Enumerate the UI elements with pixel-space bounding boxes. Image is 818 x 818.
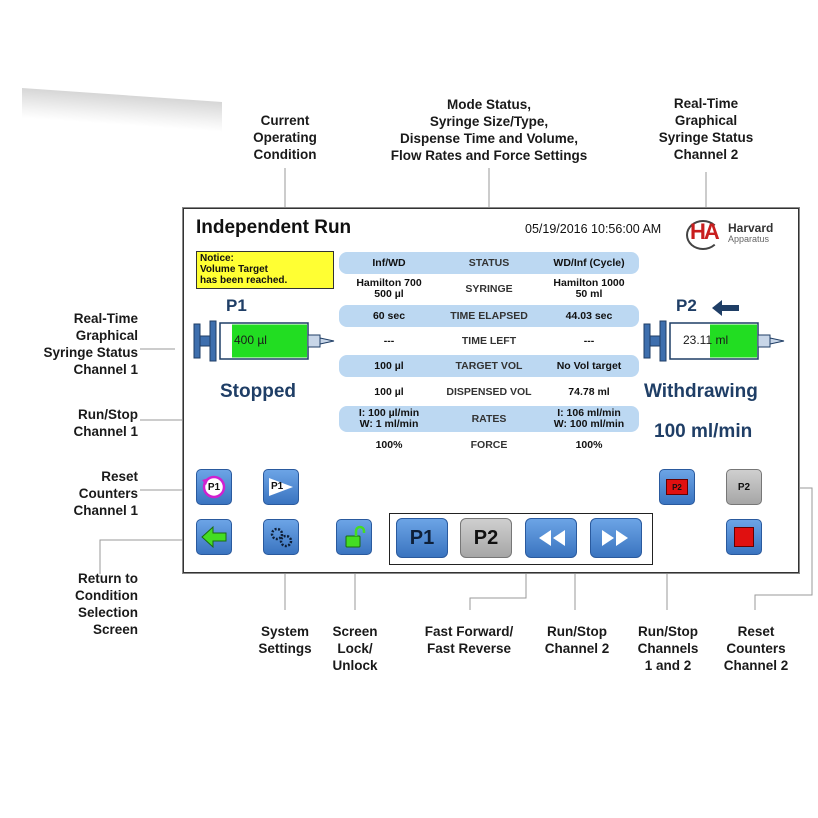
run-p2-label: P2: [672, 482, 682, 492]
fast-reverse-button[interactable]: [525, 518, 577, 558]
callout-runstop-ch2: Run/Stop Channel 2: [544, 624, 610, 656]
table-row-status: Inf/WD STATUS WD/Inf (Cycle): [339, 252, 639, 274]
table-cell-p1: 100%: [375, 438, 403, 451]
callout-reset-ch2: Reset Counters Channel 2: [723, 624, 789, 673]
back-arrow-icon: [201, 525, 227, 549]
table-cell-p1: ---: [383, 334, 395, 347]
table-cell-p2: ---: [583, 334, 595, 347]
run-stop-p2-button[interactable]: P2: [659, 469, 695, 505]
table-cell-p1: Hamilton 700 500 µl: [356, 277, 422, 300]
table-cell-label: TIME ELAPSED: [450, 309, 528, 322]
run-stop-p1-button[interactable]: P1: [263, 469, 299, 505]
p1-label: P1: [226, 296, 247, 315]
callout-fast-forward: Fast Forward/ Fast Reverse: [424, 624, 514, 656]
fast-forward-icon: [602, 530, 628, 546]
p2-syringe-volume: 23.11 ml: [683, 333, 729, 347]
callout-runstop-ch1: Run/Stop Channel 1: [73, 407, 138, 439]
fast-forward-button[interactable]: [590, 518, 642, 558]
table-cell-p2: WD/Inf (Cycle): [553, 256, 625, 269]
rewind-icon: [539, 530, 565, 546]
callout-realtime-ch2: Real-Time Graphical Syringe Status Chann…: [658, 96, 754, 162]
callout-mode-status: Mode Status, Syringe Size/Type, Dispense…: [390, 97, 588, 163]
table-cell-p2: 44.03 sec: [565, 309, 613, 322]
table-row-syringe: Hamilton 700 500 µl SYRINGE Hamilton 100…: [339, 278, 639, 300]
stop-icon: [734, 527, 754, 547]
withdraw-arrow-icon: [712, 300, 739, 316]
table-row-dispensed-vol: 100 µl DISPENSED VOL 74.78 ml: [339, 381, 639, 403]
unlock-icon: [345, 525, 366, 548]
callout-realtime-ch1: Real-Time Graphical Syringe Status Chann…: [43, 311, 138, 377]
table-row-target-vol: 100 µl TARGET VOL No Vol target: [339, 355, 639, 377]
stop-square-icon: P2: [666, 479, 688, 495]
return-condition-button[interactable]: [196, 519, 232, 555]
callout-current-condition: Current Operating Condition: [253, 113, 317, 162]
table-cell-p1: 100 µl: [374, 359, 404, 372]
reset-counters-p1-button[interactable]: P1: [196, 469, 232, 505]
callout-reset-ch1: Reset Counters Channel 1: [73, 469, 138, 518]
callout-runstop-both: Run/Stop Channels 1 and 2: [637, 624, 699, 673]
table-cell-p2: No Vol target: [556, 359, 622, 372]
reset-p2-label: P2: [737, 481, 751, 493]
table-cell-label: SYRINGE: [465, 282, 513, 295]
run-p1-label: P1: [271, 481, 284, 492]
notice-banner: Notice: Volume Target has been reached.: [196, 251, 334, 289]
table-cell-p1: 100 µl: [374, 385, 404, 398]
p2-syringe-graphic: [643, 320, 785, 362]
reset-p1-icon: [202, 475, 226, 499]
p1-syringe-graphic: [193, 320, 335, 362]
p2-flow-rate: 100 ml/min: [654, 421, 753, 442]
p2-label: P2: [676, 296, 697, 315]
pump-touchscreen: Independent Run 05/19/2016 10:56:00 AM H…: [183, 208, 799, 573]
run-stop-all-button[interactable]: [726, 519, 762, 555]
p2-status: Withdrawing: [644, 381, 758, 402]
table-row-time-elapsed: 60 sec TIME ELAPSED 44.03 sec: [339, 305, 639, 327]
logo-mark: HA: [690, 219, 720, 244]
logo-subname: Apparatus: [728, 234, 770, 244]
callout-screen-lock: Screen Lock/ Unlock: [332, 624, 378, 673]
reset-counters-p2-button[interactable]: P2: [726, 469, 762, 505]
callout-system-settings: System Settings: [258, 624, 312, 656]
logo-ring-icon: [686, 220, 720, 250]
logo-name: Harvard: [728, 221, 774, 235]
table-cell-p1: Inf/WD: [372, 256, 406, 269]
table-cell-p1: 60 sec: [372, 309, 406, 322]
datetime-display: 05/19/2016 10:56:00 AM: [525, 222, 662, 236]
table-row-rates: I: 100 µl/min W: 1 ml/min RATES I: 106 m…: [339, 406, 639, 432]
table-cell-p2: 100%: [575, 438, 603, 451]
select-p1-button[interactable]: P1: [396, 518, 448, 558]
p1-status: Stopped: [220, 381, 296, 402]
table-cell-label: TIME LEFT: [461, 334, 517, 347]
table-cell-p1: I: 100 µl/min W: 1 ml/min: [358, 407, 420, 430]
table-cell-label: STATUS: [468, 256, 510, 269]
callout-return-condition: Return to Condition Selection Screen: [75, 571, 138, 637]
table-cell-label: DISPENSED VOL: [446, 385, 532, 398]
table-cell-p2: I: 106 ml/min W: 100 ml/min: [553, 407, 625, 430]
table-cell-p2: 74.78 ml: [568, 385, 610, 398]
gear-icon: [270, 527, 293, 548]
table-cell-p2: Hamilton 1000 50 ml: [553, 277, 625, 300]
reset-p1-label: P1: [207, 481, 221, 493]
harvard-apparatus-logo: HA Harvard Apparatus: [684, 219, 792, 250]
table-row-time-left: --- TIME LEFT ---: [339, 330, 639, 352]
p1-syringe-volume: 400 µl: [234, 333, 267, 347]
select-p2-button[interactable]: P2: [460, 518, 512, 558]
screen-lock-button[interactable]: [336, 519, 372, 555]
system-settings-button[interactable]: [263, 519, 299, 555]
table-cell-label: FORCE: [470, 438, 508, 451]
table-cell-label: RATES: [471, 412, 507, 425]
run-p1-icon: [269, 478, 293, 496]
table-row-force: 100% FORCE 100%: [339, 434, 639, 456]
screen-title: Independent Run: [196, 217, 352, 238]
table-cell-label: TARGET VOL: [455, 359, 523, 372]
